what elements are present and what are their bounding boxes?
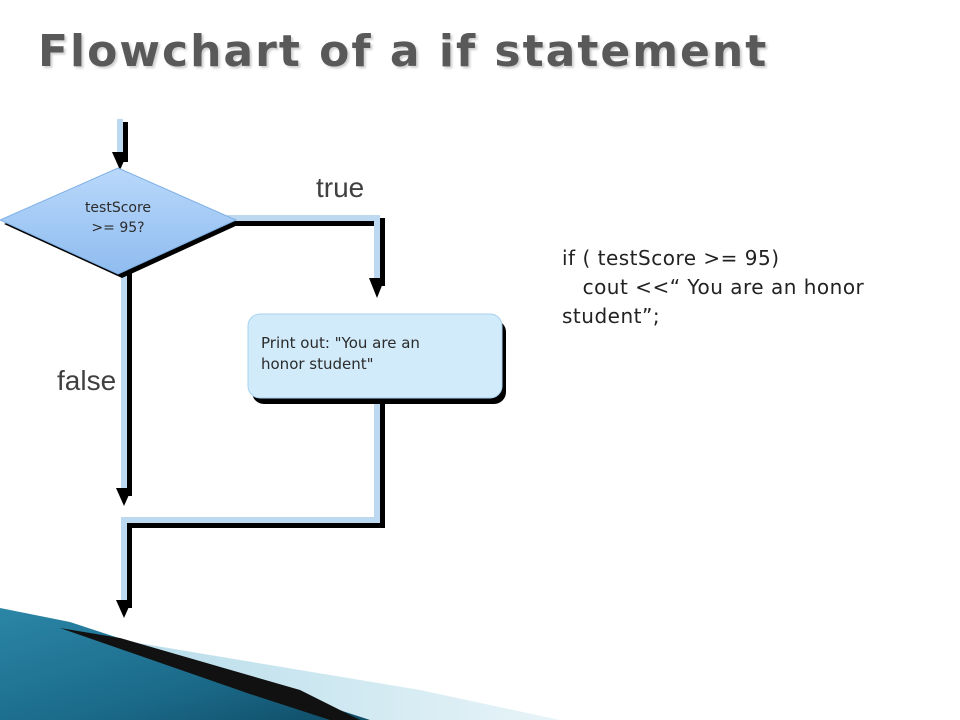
decision-text-line2: >= 95? — [91, 220, 144, 236]
process-text-line1: Print out: "You are an — [261, 334, 420, 352]
code-line-3: student”; — [562, 304, 661, 328]
decision-diamond: testScore >= 95? — [0, 167, 240, 278]
code-line-1: if ( testScore >= 95) — [562, 246, 780, 270]
process-text-line2: honor student" — [261, 355, 374, 373]
decision-text-line1: testScore — [85, 200, 151, 216]
flow-connectors — [112, 119, 385, 618]
true-branch-label: true — [316, 172, 364, 203]
false-branch-label: false — [57, 365, 116, 396]
slide-title: Flowchart of a if statement — [38, 26, 769, 77]
code-line-2: cout <<“ You are an honor — [562, 275, 865, 299]
decorative-swoosh — [0, 608, 560, 720]
code-snippet: if ( testScore >= 95) cout <<“ You are a… — [562, 244, 922, 331]
process-box: Print out: "You are an honor student" — [247, 313, 506, 404]
